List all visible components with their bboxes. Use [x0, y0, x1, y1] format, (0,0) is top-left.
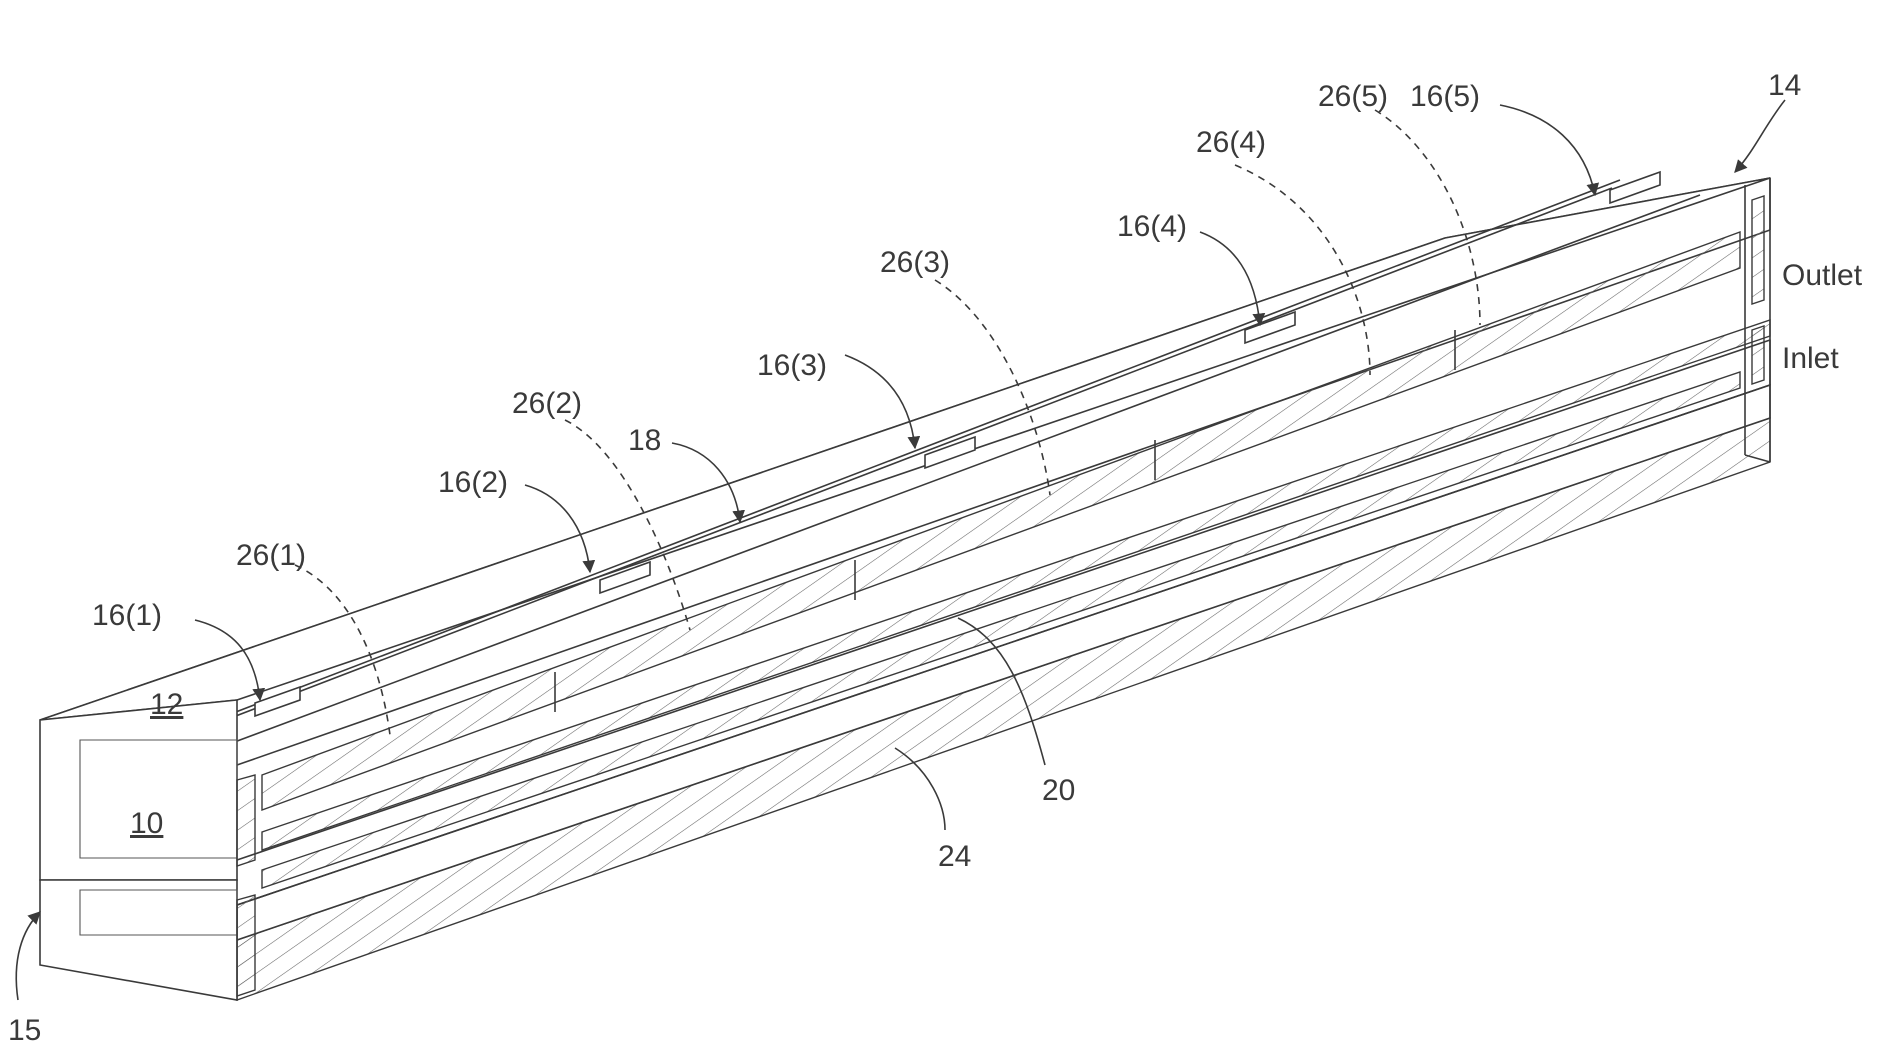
left-end-face-upper [40, 700, 237, 880]
label-16-2: 16(2) [438, 466, 508, 499]
right-end-outlet-slot [1752, 196, 1764, 304]
label-16-3: 16(3) [757, 349, 827, 382]
label-16-5: 16(5) [1410, 80, 1480, 113]
left-end-hatch-lower [237, 895, 255, 996]
label-16-1: 16(1) [92, 599, 162, 632]
label-15: 15 [8, 1014, 41, 1047]
label-inlet: Inlet [1782, 342, 1839, 375]
left-end-hatch-upper [237, 775, 255, 866]
valve-boss-5 [1610, 172, 1660, 203]
label-16-4: 16(4) [1117, 210, 1187, 243]
label-26-3: 26(3) [880, 246, 950, 279]
label-10: 10 [130, 807, 163, 840]
label-12: 12 [150, 688, 183, 721]
label-20: 20 [1042, 774, 1075, 807]
leader-14 [1735, 100, 1785, 172]
inlet-channel-strip [262, 372, 1740, 888]
left-end-face-lower [40, 880, 237, 1000]
label-26-4: 26(4) [1196, 126, 1266, 159]
label-outlet: Outlet [1782, 259, 1863, 292]
leader-15 [16, 912, 40, 1000]
label-18: 18 [628, 424, 661, 457]
label-24: 24 [938, 840, 971, 873]
label-14: 14 [1768, 69, 1801, 102]
label-26-1: 26(1) [236, 539, 306, 572]
right-end-inlet-slot [1752, 326, 1764, 384]
label-26-2: 26(2) [512, 387, 582, 420]
leader-16-5 [1500, 105, 1595, 195]
label-26-5: 26(5) [1318, 80, 1388, 113]
